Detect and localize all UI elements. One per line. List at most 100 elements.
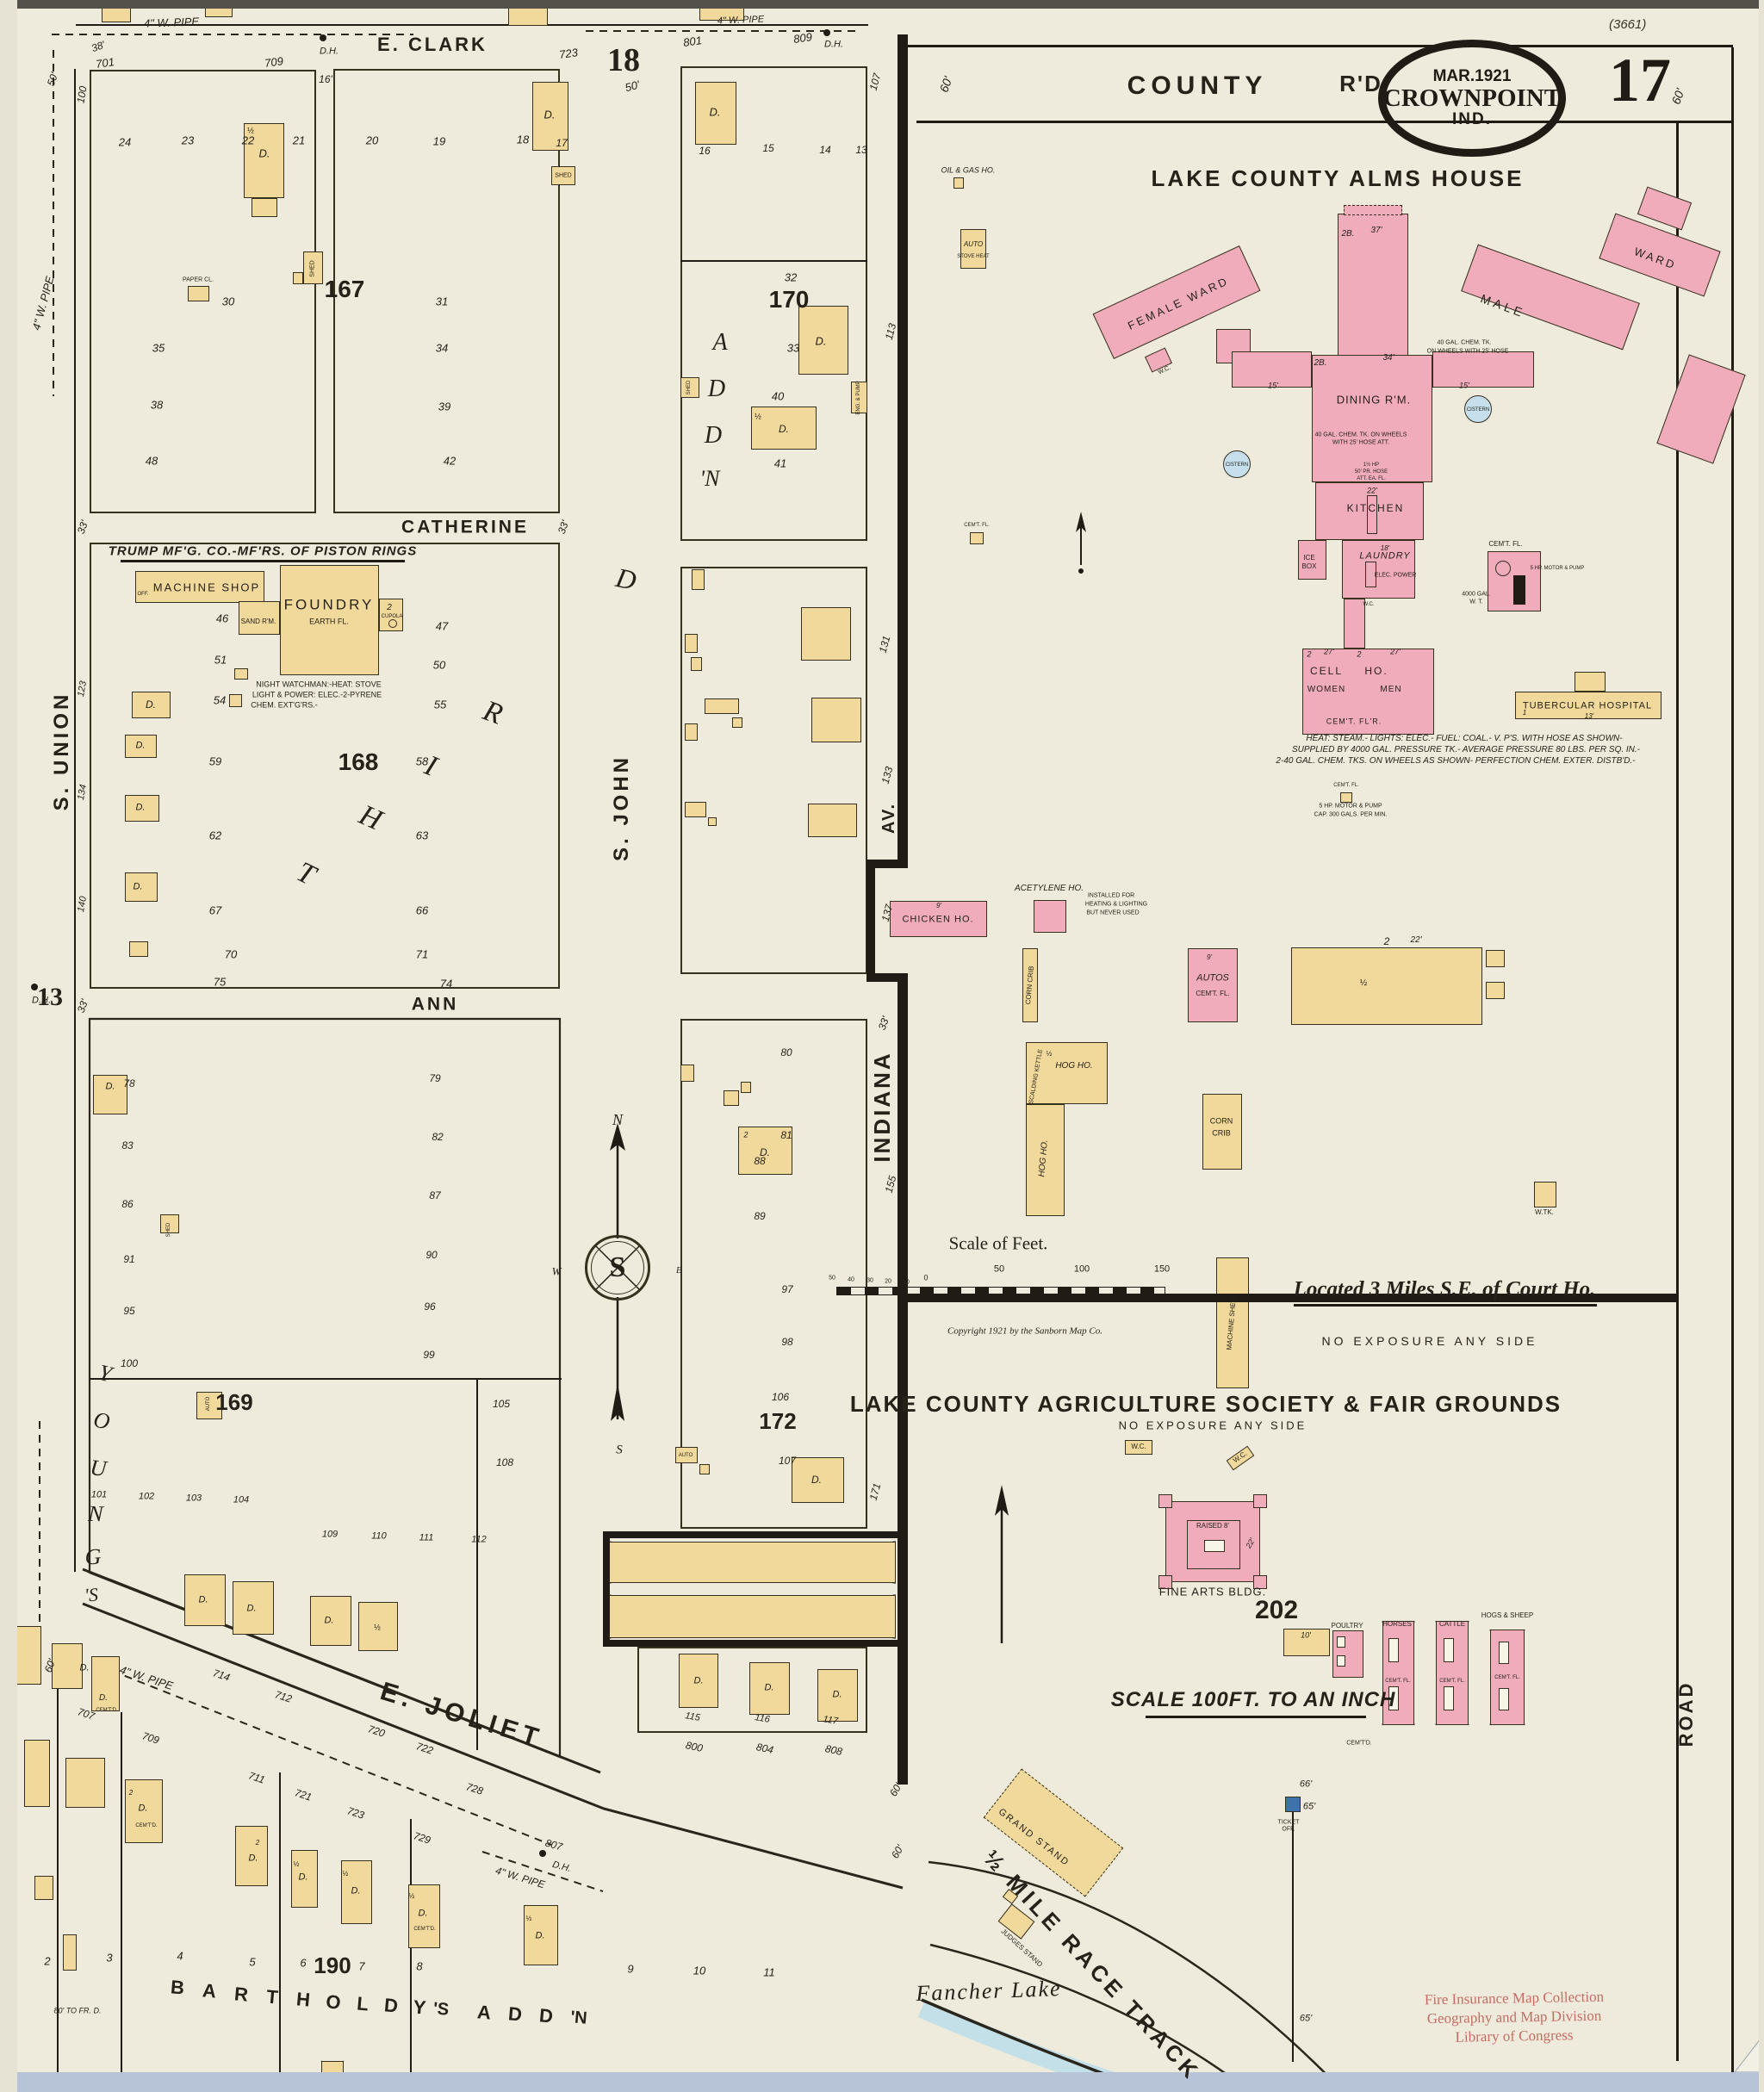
building-frame <box>196 1392 222 1419</box>
building-frame <box>229 694 242 707</box>
label-but-never-used: BUT NEVER USED <box>1086 909 1140 916</box>
building-frame <box>125 1779 163 1843</box>
building-frame <box>1534 1182 1556 1207</box>
label-40: 40 <box>771 389 785 403</box>
label-67: 67 <box>208 903 222 917</box>
label-d-: D. <box>105 1081 115 1092</box>
label-70: 70 <box>224 947 238 961</box>
label-2: 2 <box>128 1789 134 1797</box>
label-lake-county-alms-house: LAKE COUNTY ALMS HOUSE <box>1151 165 1525 191</box>
label-808: 808 <box>823 1742 844 1758</box>
label-with-25-hose-att-: WITH 25' HOSE ATT. <box>1332 439 1390 446</box>
label-installed-for: INSTALLED FOR <box>1087 892 1135 899</box>
building-frame <box>234 668 248 680</box>
label-machine-shop: MACHINE SHOP <box>152 580 261 594</box>
label-located-3-miles-s-e-of-court: Located 3 Miles S.E. of Court Ho. <box>1293 1277 1596 1301</box>
label--: ½ <box>342 1870 349 1878</box>
label-2: 2 <box>387 603 392 612</box>
label-s-john: S. JOHN <box>610 754 633 862</box>
label-19: 19 <box>432 134 446 148</box>
building-frame <box>129 941 148 957</box>
label-d-: D. <box>760 1146 770 1158</box>
label-47: 47 <box>435 619 449 633</box>
label-d-: D. <box>418 1908 428 1919</box>
label-7: 7 <box>358 1959 365 1973</box>
label-20: 20 <box>365 133 379 147</box>
label-copyright-1921-by-the-sanbor: Copyright 1921 by the Sanborn Map Co. <box>947 1325 1102 1337</box>
label-paper-cl-: PAPER CL. <box>182 276 214 283</box>
building-frame <box>732 717 742 728</box>
building-frame <box>188 286 209 301</box>
label-d-: D. <box>248 1853 258 1864</box>
label-22-: 22' <box>1410 935 1422 945</box>
building-frame <box>960 229 986 269</box>
label-fire-insurance-map-collectio: Fire Insurance Map Collection <box>1424 1988 1605 2008</box>
label-2: 2 <box>743 1130 748 1139</box>
label-63: 63 <box>415 829 429 842</box>
building-frame <box>1283 1629 1330 1656</box>
label--s: 'S <box>84 1583 99 1606</box>
label-22-: 22' <box>1367 486 1377 495</box>
label-809: 809 <box>792 30 813 46</box>
label-sand-r-m-: SAND R'M. <box>240 618 276 625</box>
label--: ½ <box>755 412 761 421</box>
map-shape <box>1367 495 1377 534</box>
map-shape <box>1388 1638 1399 1662</box>
label-trump-mf-g-co-mf-rs-of-pisto: TRUMP MF'G. CO.-MF'RS. OF PISTON RINGS <box>108 543 418 559</box>
label-40: 40 <box>848 1276 854 1283</box>
label-50-pr-hose: 50' PR. HOSE <box>1354 469 1388 475</box>
label-acetylene-ho-: ACETYLENE HO. <box>1014 884 1084 893</box>
label-ticket: TICKET <box>1277 1819 1300 1826</box>
label-9-: 9' <box>1207 953 1212 961</box>
building-frame <box>1026 1042 1108 1104</box>
circle-mark <box>585 1235 650 1301</box>
map-path <box>98 1665 552 1846</box>
building-frame <box>291 1850 318 1908</box>
label-d-: D. <box>298 1872 308 1883</box>
label-cell: CELL <box>1309 665 1344 677</box>
street-line <box>1292 1812 1294 2062</box>
label-54: 54 <box>213 693 227 707</box>
label-stove-heat: STOVE HEAT <box>957 254 990 259</box>
label-d-: D. <box>146 698 156 711</box>
building-frame <box>685 802 706 817</box>
label-cem-t-fl-: CEM'T. FL. <box>1439 1679 1465 1684</box>
building-brick <box>1344 599 1365 649</box>
label-95: 95 <box>123 1305 135 1317</box>
label-ho-: HO. <box>1364 665 1388 677</box>
building-frame <box>91 1656 120 1711</box>
label-corn: CORN <box>1209 1116 1233 1126</box>
building-brick <box>1315 482 1424 540</box>
label-men: MEN <box>1380 685 1402 694</box>
boundary-heavy-line <box>866 973 908 982</box>
building-frame <box>184 1574 226 1626</box>
label-d-: D. <box>535 1930 545 1941</box>
label-51: 51 <box>214 653 227 667</box>
building-frame <box>408 1884 440 1948</box>
label-5: 5 <box>249 1955 256 1969</box>
label-78: 78 <box>123 1077 135 1089</box>
building-frame <box>65 1758 105 1808</box>
label-d: D <box>507 2002 524 2026</box>
map-shape <box>1499 1642 1509 1664</box>
label-tubercular-hospital: TUBERCULAR HOSPITAL <box>1522 700 1653 711</box>
map-shape <box>1204 1540 1225 1552</box>
label-fancher-lake: Fancher Lake <box>915 1976 1062 2006</box>
label--: ½ <box>1359 978 1368 988</box>
building-frame <box>379 599 403 631</box>
building-frame <box>792 1457 844 1503</box>
label-cem-t-fl-: CEM'T. FL. <box>1196 990 1230 997</box>
label-night-watchman-heat-stove: NIGHT WATCHMAN:-HEAT: STOVE <box>256 680 382 689</box>
street-line <box>1676 123 1679 2061</box>
label-county: COUNTY <box>1127 71 1268 100</box>
label--: ½ <box>525 1915 532 1922</box>
label-15-: 15' <box>1459 381 1469 390</box>
street-line <box>908 45 1733 47</box>
map-shape <box>1444 1686 1454 1710</box>
building-frame <box>293 272 303 284</box>
building-frame <box>1216 1257 1249 1388</box>
label-103: 103 <box>185 1493 202 1504</box>
label-auto: AUTO <box>963 240 984 248</box>
label-w-c-: W.C. <box>1363 602 1375 607</box>
label-d-: D. <box>258 146 270 160</box>
